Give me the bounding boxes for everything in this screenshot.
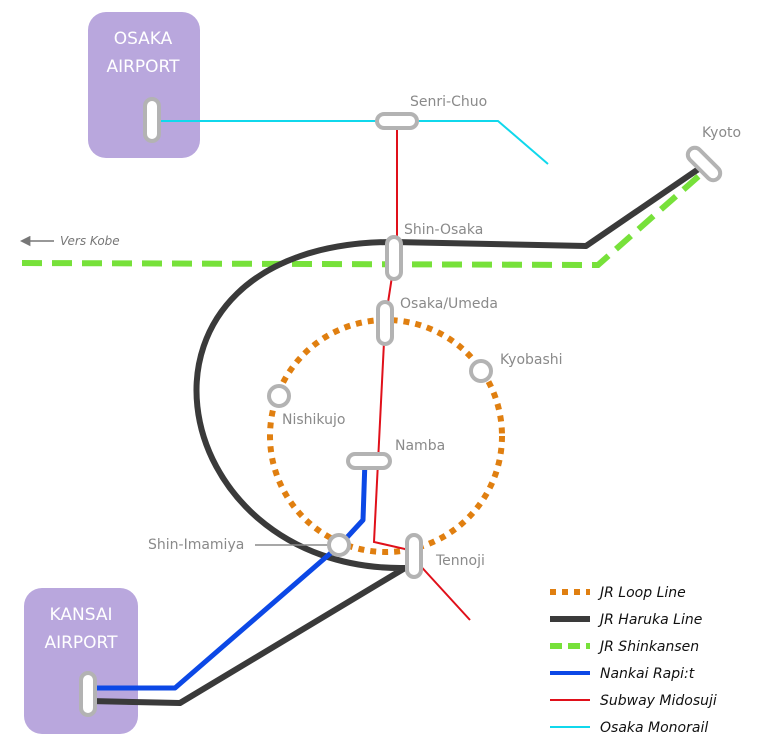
osaka-umeda-label: Osaka/Umeda: [400, 296, 498, 312]
jr-haruka-line: [89, 165, 702, 706]
osaka-airport-station-marker[interactable]: [143, 97, 161, 143]
namba-station-marker[interactable]: [346, 452, 392, 470]
nishikujo-label: Nishikujo: [282, 412, 345, 428]
nishikujo-station-marker[interactable]: [267, 384, 291, 408]
shin-imamiya-station-marker[interactable]: [327, 533, 351, 557]
tennoji-station-marker[interactable]: [405, 533, 423, 579]
legend-label-osaka-monorail: Osaka Monorail: [600, 720, 708, 736]
osaka-airport-label-line1: OSAKA: [114, 29, 173, 49]
legend: JR Loop Line JR Haruka Line JR Shinkanse…: [550, 585, 717, 736]
senri-chuo-station-marker[interactable]: [375, 112, 419, 130]
shin-osaka-label: Shin-Osaka: [404, 222, 483, 238]
legend-label-subway-midosuji: Subway Midosuji: [600, 693, 717, 709]
jr-shinkansen-line: [21, 172, 702, 269]
shin-osaka-station-marker[interactable]: [385, 235, 403, 281]
legend-label-jr-haruka-line: JR Haruka Line: [597, 612, 702, 628]
kansai-airport-box: [24, 588, 138, 734]
kobe-direction-label: Vers Kobe: [60, 234, 120, 248]
kyobashi-station-marker[interactable]: [469, 359, 493, 383]
osaka-monorail-line: [155, 120, 549, 165]
kansai-airport-label-line1: KANSAI: [50, 605, 113, 625]
legend-label-jr-loop-line: JR Loop Line: [597, 585, 686, 601]
namba-label: Namba: [395, 438, 445, 454]
legend-label-nankai-rapit: Nankai Rapi:t: [600, 666, 695, 682]
kansai-airport-station-marker[interactable]: [79, 671, 97, 717]
tennoji-label: Tennoji: [435, 553, 485, 569]
jr-loop-line: [267, 317, 505, 555]
kyobashi-label: Kyobashi: [500, 352, 563, 368]
senri-chuo-label: Senri-Chuo: [410, 94, 487, 110]
kyoto-station-marker[interactable]: [685, 145, 723, 183]
legend-label-jr-shinkansen: JR Shinkansen: [597, 639, 699, 655]
osaka-airport-label-line2: AIRPORT: [106, 57, 180, 77]
shin-imamiya-label: Shin-Imamiya: [148, 537, 244, 553]
kansai-airport-label-line2: AIRPORT: [44, 633, 118, 653]
osaka-umeda-station-marker[interactable]: [376, 300, 394, 346]
kyoto-label: Kyoto: [702, 125, 741, 141]
